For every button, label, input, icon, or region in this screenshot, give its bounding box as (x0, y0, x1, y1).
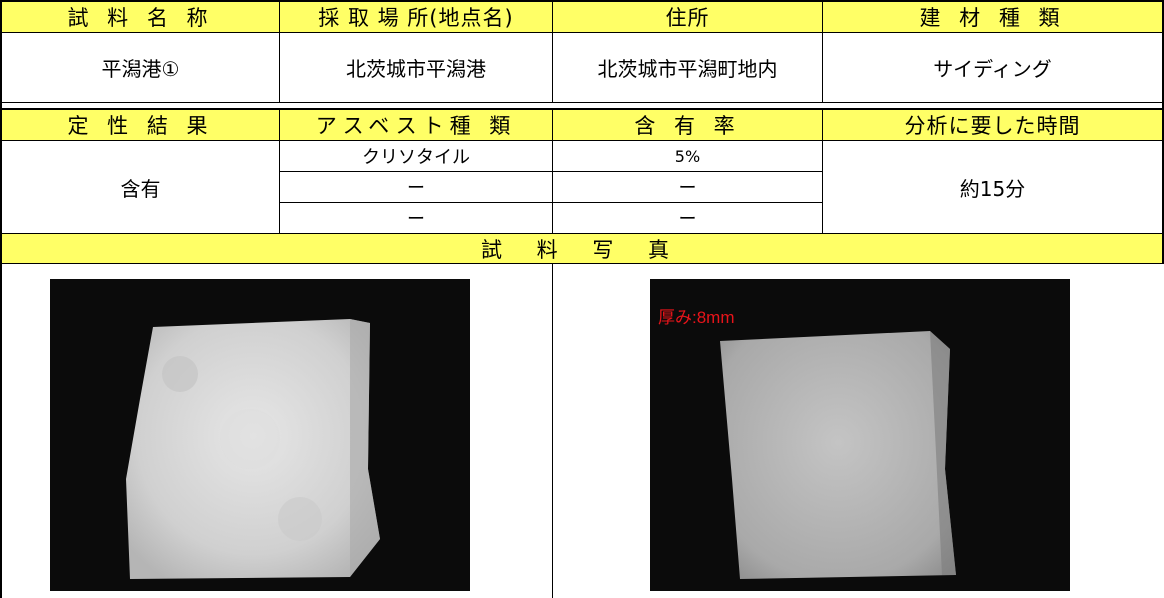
header-content-rate: 含 有 率 (553, 110, 823, 141)
result-header-row: 定 性 結 果 アスベスト種 類 含 有 率 分析に要した時間 (0, 110, 1164, 141)
asbestos-type-1: クリソタイル (280, 141, 553, 172)
sample-front-image (50, 279, 470, 591)
section-divider (0, 103, 1164, 110)
header-analysis-time: 分析に要した時間 (823, 110, 1164, 141)
asbestos-type-2: ー (280, 172, 553, 203)
qualitative-result: 含有 (0, 141, 280, 234)
sample-material: サイディング (823, 33, 1164, 103)
sample-name: 平潟港① (0, 33, 280, 103)
thickness-caption: 厚み:8mm (658, 308, 735, 327)
photo-section-title: 試 料 写 真 (0, 234, 1164, 264)
content-rate-1: 5% (553, 141, 823, 172)
photo-divider (552, 264, 553, 598)
sample-header-row: 試 料 名 称 採 取 場 所(地点名) 住所 建 材 種 類 (0, 0, 1164, 33)
header-collection-location: 採 取 場 所(地点名) (280, 2, 553, 33)
analysis-time: 約15分 (823, 141, 1164, 234)
sample-side-image (650, 279, 1070, 591)
content-rate-2: ー (553, 172, 823, 203)
header-address: 住所 (553, 2, 823, 33)
asbestos-type-3: ー (280, 203, 553, 234)
header-material-type: 建 材 種 類 (823, 2, 1164, 33)
header-sample-name: 試 料 名 称 (0, 2, 280, 33)
header-asbestos-type: アスベスト種 類 (280, 110, 553, 141)
sample-info-row: 平潟港① 北茨城市平潟港 北茨城市平潟町地内 サイディング (0, 33, 1164, 103)
result-block: 含有 クリソタイル ー ー 5% ー ー 約15分 (0, 141, 1164, 234)
header-qualitative-result: 定 性 結 果 (0, 110, 280, 141)
sample-location: 北茨城市平潟港 (280, 33, 553, 103)
table-left-border (0, 264, 2, 598)
sample-address: 北茨城市平潟町地内 (553, 33, 823, 103)
sample-photo-front (50, 279, 470, 591)
content-rate-3: ー (553, 203, 823, 234)
sample-photo-thickness: 厚み:8mm (650, 279, 1070, 591)
